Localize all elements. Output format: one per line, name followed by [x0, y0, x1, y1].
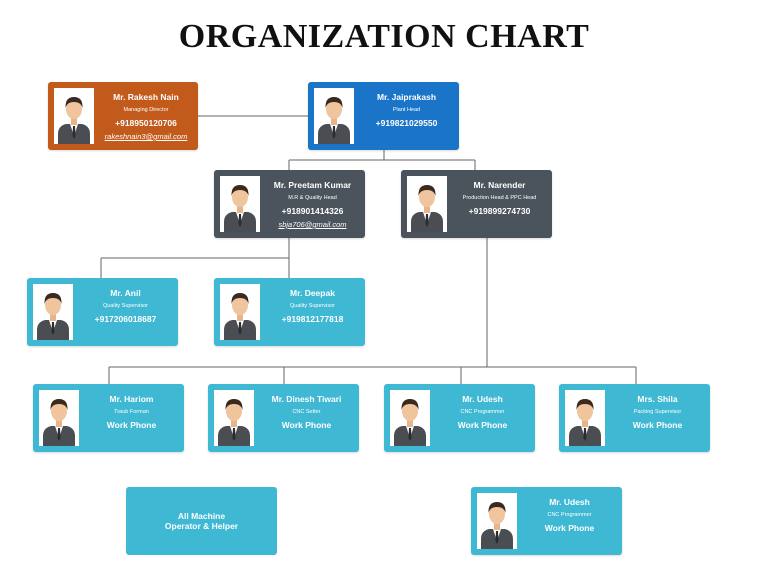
card-preetam-kumar[interactable]: Mr. Preetam Kumar M.R & Quality Head +91…: [214, 170, 365, 238]
person-silhouette-icon: [214, 390, 254, 446]
email-link[interactable]: sbja706@gmail.com: [278, 220, 347, 229]
role: CNC Programmer: [547, 512, 592, 518]
person-silhouette-icon: [390, 390, 430, 446]
phone: +919899274730: [468, 206, 531, 216]
phone: Work Phone: [106, 420, 157, 430]
phone: Work Phone: [632, 420, 683, 430]
phone: +918950120706: [115, 118, 177, 128]
role: M.R & Quality Head: [288, 195, 337, 201]
card-rakesh-nain[interactable]: Mr. Rakesh Nain Managing Director +91895…: [48, 82, 198, 150]
card-anil[interactable]: Mr. Anil Quality Supervisor +91720601868…: [27, 278, 178, 346]
role: Traub Forman: [114, 409, 149, 415]
card-dinesh-tiwari[interactable]: Mr. Dinesh Tiwari CNC Setter Work Phone: [208, 384, 359, 452]
phone: Work Phone: [544, 523, 595, 533]
phone: +918901414326: [281, 206, 344, 216]
role: Packing Supervisor: [633, 409, 682, 415]
name: Mr. Rakesh Nain: [113, 92, 179, 102]
role: Plant Head: [392, 107, 421, 113]
person-silhouette-icon: [477, 493, 517, 549]
card-hariom[interactable]: Mr. Hariom Traub Forman Work Phone: [33, 384, 184, 452]
person-silhouette-icon: [314, 88, 354, 144]
email-link[interactable]: rakeshnain3@gmail.com: [104, 132, 188, 141]
role: Production Head & PPC Head: [462, 195, 537, 201]
role: Managing Director: [123, 107, 169, 113]
person-silhouette-icon: [39, 390, 79, 446]
phone: +919812177818: [281, 314, 344, 324]
phone: Work Phone: [457, 420, 508, 430]
card-udesh-bottom[interactable]: Mr. Udesh CNC Programmer Work Phone: [471, 487, 622, 555]
name: Mr. Udesh: [549, 497, 590, 507]
name: Mr. Anil: [110, 288, 141, 298]
phone: Work Phone: [281, 420, 332, 430]
group-label-line2: Operator & Helper: [164, 521, 239, 531]
name: Mr. Dinesh Tiwari: [271, 394, 342, 404]
card-all-machine-operators[interactable]: All Machine Operator & Helper: [126, 487, 277, 555]
person-silhouette-icon: [33, 284, 73, 340]
role: Quality Supervisor: [290, 303, 335, 309]
role: CNC Programmer: [460, 409, 505, 415]
role: Quality Supervisor: [103, 303, 148, 309]
phone: +919821029550: [375, 118, 438, 128]
role: CNC Setter: [292, 409, 321, 415]
person-silhouette-icon: [220, 284, 260, 340]
name: Mr. Preetam Kumar: [273, 180, 352, 190]
card-jaiprakash[interactable]: Mr. Jaiprakash Plant Head +919821029550: [308, 82, 459, 150]
card-deepak[interactable]: Mr. Deepak Quality Supervisor +919812177…: [214, 278, 365, 346]
person-silhouette-icon: [54, 88, 94, 144]
name: Mr. Narender: [473, 180, 526, 190]
phone: +917206018687: [94, 314, 157, 324]
card-shila[interactable]: Mrs. Shila Packing Supervisor Work Phone: [559, 384, 710, 452]
person-silhouette-icon: [220, 176, 260, 232]
card-udesh[interactable]: Mr. Udesh CNC Programmer Work Phone: [384, 384, 535, 452]
name: Mr. Deepak: [290, 288, 335, 298]
card-narender[interactable]: Mr. Narender Production Head & PPC Head …: [401, 170, 552, 238]
page-title: ORGANIZATION CHART: [178, 18, 590, 55]
name: Mr. Hariom: [109, 394, 154, 404]
person-silhouette-icon: [565, 390, 605, 446]
name: Mr. Udesh: [462, 394, 503, 404]
group-label-line1: All Machine: [177, 511, 226, 521]
person-silhouette-icon: [407, 176, 447, 232]
name: Mr. Jaiprakash: [376, 92, 437, 102]
name: Mrs. Shila: [637, 394, 678, 404]
